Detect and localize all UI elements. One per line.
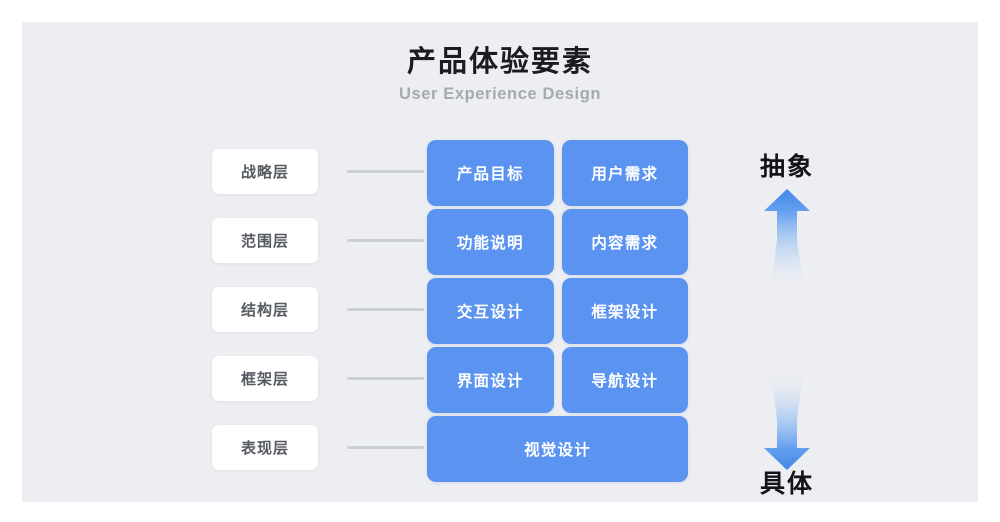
- connector-line: [347, 239, 424, 242]
- connector-line: [347, 170, 424, 173]
- header: 产品体验要素 User Experience Design: [22, 22, 978, 104]
- card-group: 产品目标 用户需求: [427, 140, 688, 206]
- layer-label-surface[interactable]: 表现层: [212, 425, 318, 470]
- page-title: 产品体验要素: [406, 46, 593, 78]
- card-group: 视觉设计: [427, 416, 688, 482]
- connector-line: [347, 446, 424, 449]
- arrow-up-icon: [722, 187, 852, 292]
- layer-label-strategy[interactable]: 战略层: [212, 149, 318, 194]
- page-subtitle: User Experience Design: [398, 85, 602, 104]
- layer-label-structure[interactable]: 结构层: [212, 287, 318, 332]
- card-product-goal[interactable]: 产品目标: [427, 140, 554, 206]
- abstraction-axis: 抽象: [722, 122, 852, 502]
- card-interaction-design[interactable]: 交互设计: [427, 278, 554, 344]
- card-information-architecture[interactable]: 框架设计: [561, 278, 688, 344]
- matrix-row: 结构层 交互设计 框架设计: [212, 278, 688, 347]
- layers-matrix: 战略层 产品目标 用户需求 范围层 功能说明 内容需求 结构层 交互设计 框架设…: [212, 140, 688, 485]
- matrix-row: 范围层 功能说明 内容需求: [212, 209, 688, 278]
- matrix-row: 战略层 产品目标 用户需求: [212, 140, 688, 209]
- connector-line: [347, 377, 424, 380]
- card-group: 交互设计 框架设计: [427, 278, 688, 344]
- card-visual-design[interactable]: 视觉设计: [427, 416, 688, 482]
- layer-label-scope[interactable]: 范围层: [212, 218, 318, 263]
- matrix-row: 表现层 视觉设计: [212, 416, 688, 485]
- card-interface-design[interactable]: 界面设计: [427, 347, 554, 413]
- card-content-requirements[interactable]: 内容需求: [561, 209, 688, 275]
- card-user-needs[interactable]: 用户需求: [561, 140, 688, 206]
- card-group: 界面设计 导航设计: [427, 347, 688, 413]
- layer-label-skeleton[interactable]: 框架层: [212, 356, 318, 401]
- connector-line: [347, 308, 424, 311]
- axis-label-concrete: 具体: [759, 470, 814, 498]
- matrix-row: 框架层 界面设计 导航设计: [212, 347, 688, 416]
- card-group: 功能说明 内容需求: [427, 209, 688, 275]
- axis-label-abstract: 抽象: [759, 153, 814, 181]
- card-navigation-design[interactable]: 导航设计: [561, 347, 688, 413]
- slide-canvas: 产品体验要素 User Experience Design 战略层 产品目标 用…: [22, 22, 978, 502]
- card-functional-spec[interactable]: 功能说明: [427, 209, 554, 275]
- arrow-down-icon: [722, 367, 852, 472]
